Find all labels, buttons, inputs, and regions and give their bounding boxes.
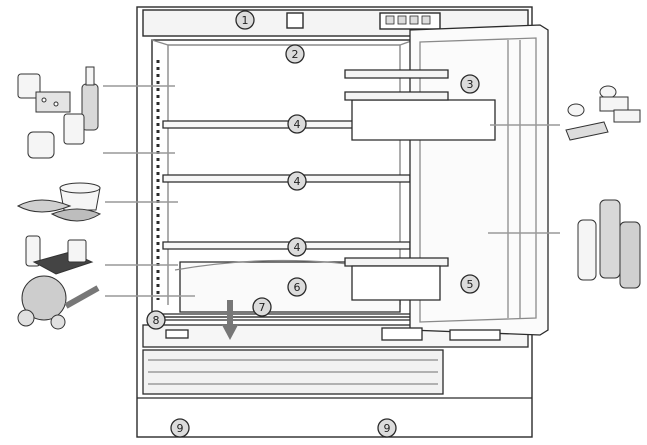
leader-lines [103,85,560,297]
bottles-icon [577,199,641,289]
lower-door-balcony [344,257,449,267]
callout-2-label: 2 [292,48,299,61]
callout-4-middle: 4 [287,171,307,191]
bottle-icon [81,66,99,131]
callout-9-right: 9 [377,418,397,438]
display-window [286,12,304,29]
callout-6: 6 [287,277,307,297]
jar-icon [17,73,41,99]
vegetables-icon [17,275,100,330]
callouts: 1 2 3 4 4 4 5 6 [146,10,480,438]
callout-4-top: 4 [287,114,307,134]
callout-3-label: 3 [467,78,474,91]
callout-8: 8 [146,310,166,330]
glass-shelf-2 [162,174,411,183]
callout-4-middle-label: 4 [294,175,301,188]
callout-3: 3 [460,74,480,94]
callout-7: 7 [252,297,272,317]
glass-shelf-3 [162,241,411,250]
can-icon [67,239,87,263]
tube-icon [565,121,609,141]
fish-icon [16,199,102,222]
food-icons-left [16,66,102,330]
handle-bar [165,329,189,339]
door-balconies [344,69,496,301]
callout-9-left-label: 9 [177,422,184,435]
callout-9-left: 9 [170,418,190,438]
pot-icon [59,182,101,211]
callout-4-bottom-label: 4 [294,241,301,254]
bottle-small-icon [25,235,41,267]
callout-4-bottom: 4 [287,237,307,257]
callout-9-right-label: 9 [384,422,391,435]
jam-jar-icon [27,113,85,159]
cheese-icon [35,91,71,113]
glass-shelves [162,120,411,250]
upper-door-balcony [344,69,449,79]
callout-6-label: 6 [294,281,301,294]
callout-7-label: 7 [259,301,266,314]
callout-2: 2 [285,44,305,64]
butter-icon [599,96,641,123]
food-icons-right [565,85,641,289]
callout-8-label: 8 [153,314,160,327]
callout-5-label: 5 [467,278,474,291]
eggs-icon [567,85,617,117]
callout-1: 1 [235,10,255,30]
callout-4-top-label: 4 [294,118,301,131]
drain-channel-arrow [222,300,238,340]
callout-5: 5 [460,274,480,294]
callout-1-label: 1 [242,14,249,27]
